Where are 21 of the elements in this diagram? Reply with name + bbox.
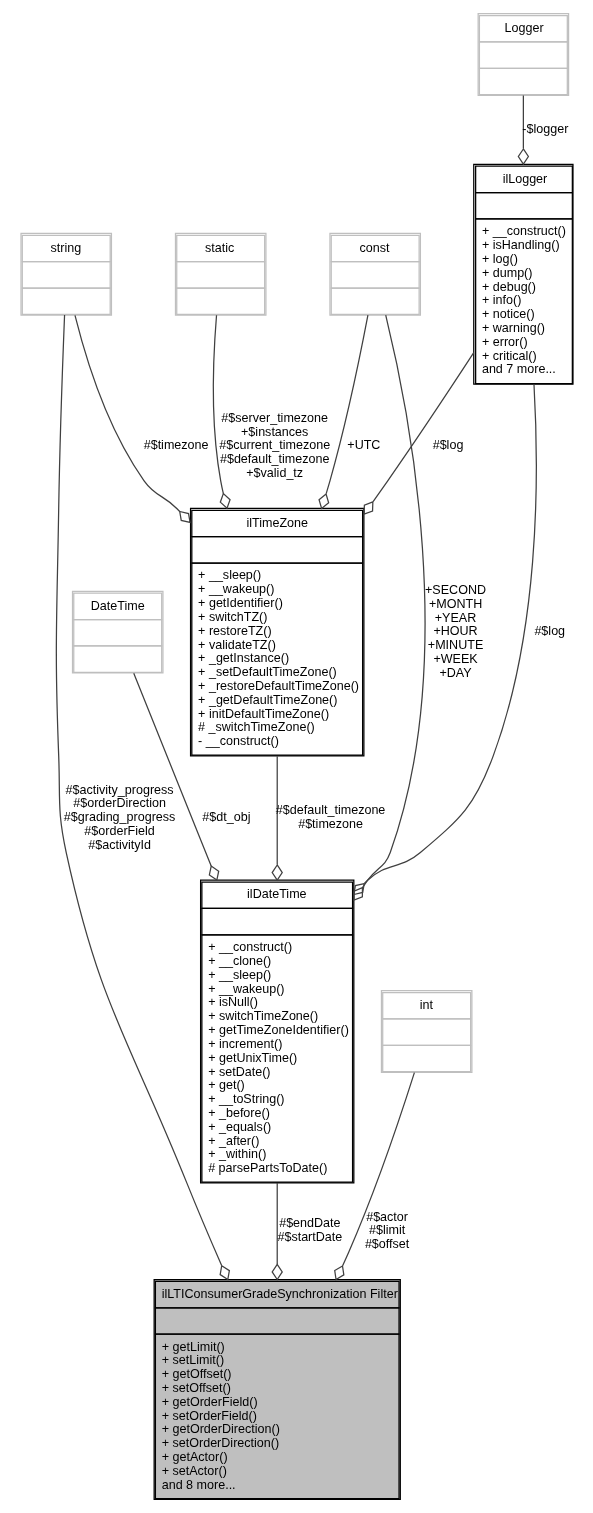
- connector: [333, 1072, 415, 1281]
- edge-label: #$actor #$limit #$offset: [364, 1209, 409, 1252]
- edge-label: #$server_timezone +$instances #$current_timezone #$default_timezone +$valid_tz: [218, 410, 330, 481]
- connector: [73, 314, 191, 524]
- connector: [270, 755, 283, 882]
- connector: [362, 352, 474, 516]
- connector: [55, 314, 230, 1281]
- edge-label: #$log: [533, 624, 565, 639]
- edge-label: #$log: [432, 438, 463, 453]
- edge-label: #$activity_progress #$orderDirection #$grading_progress #$orderField #$activityId: [63, 782, 175, 852]
- connector: [317, 314, 369, 510]
- connector: [352, 314, 425, 902]
- connector: [212, 314, 231, 510]
- edge-label: +SECOND +MONTH +YEAR +HOUR +MINUTE +WEEK +DAY: [424, 582, 486, 680]
- connector: [517, 94, 529, 166]
- connector: [270, 1182, 283, 1281]
- edge-label: #$dt_obj: [201, 810, 250, 825]
- edge-label: +UTC: [346, 438, 380, 453]
- connector: [132, 672, 219, 882]
- edge-label: #$timezone: [143, 438, 209, 453]
- connector: [352, 383, 537, 896]
